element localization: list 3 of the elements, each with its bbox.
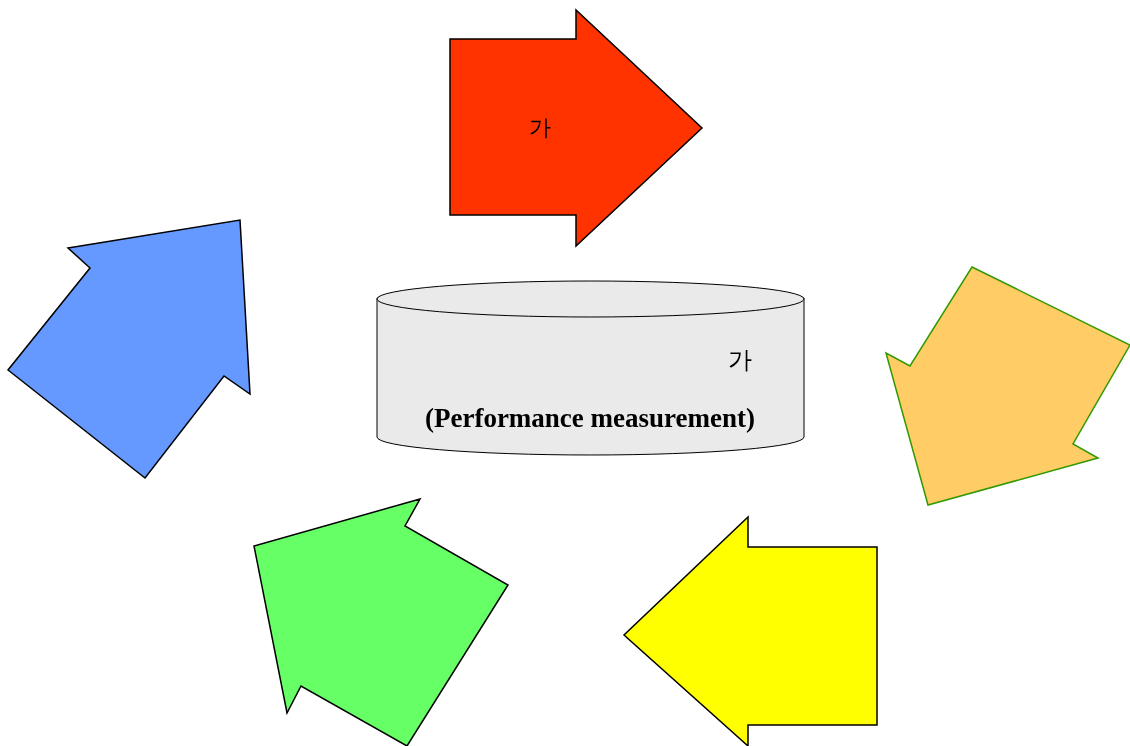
cylinder-label: (Performance measurement) (424, 402, 756, 434)
cylinder-label: 가 (728, 345, 752, 376)
arrow-label: 가 (529, 114, 551, 142)
